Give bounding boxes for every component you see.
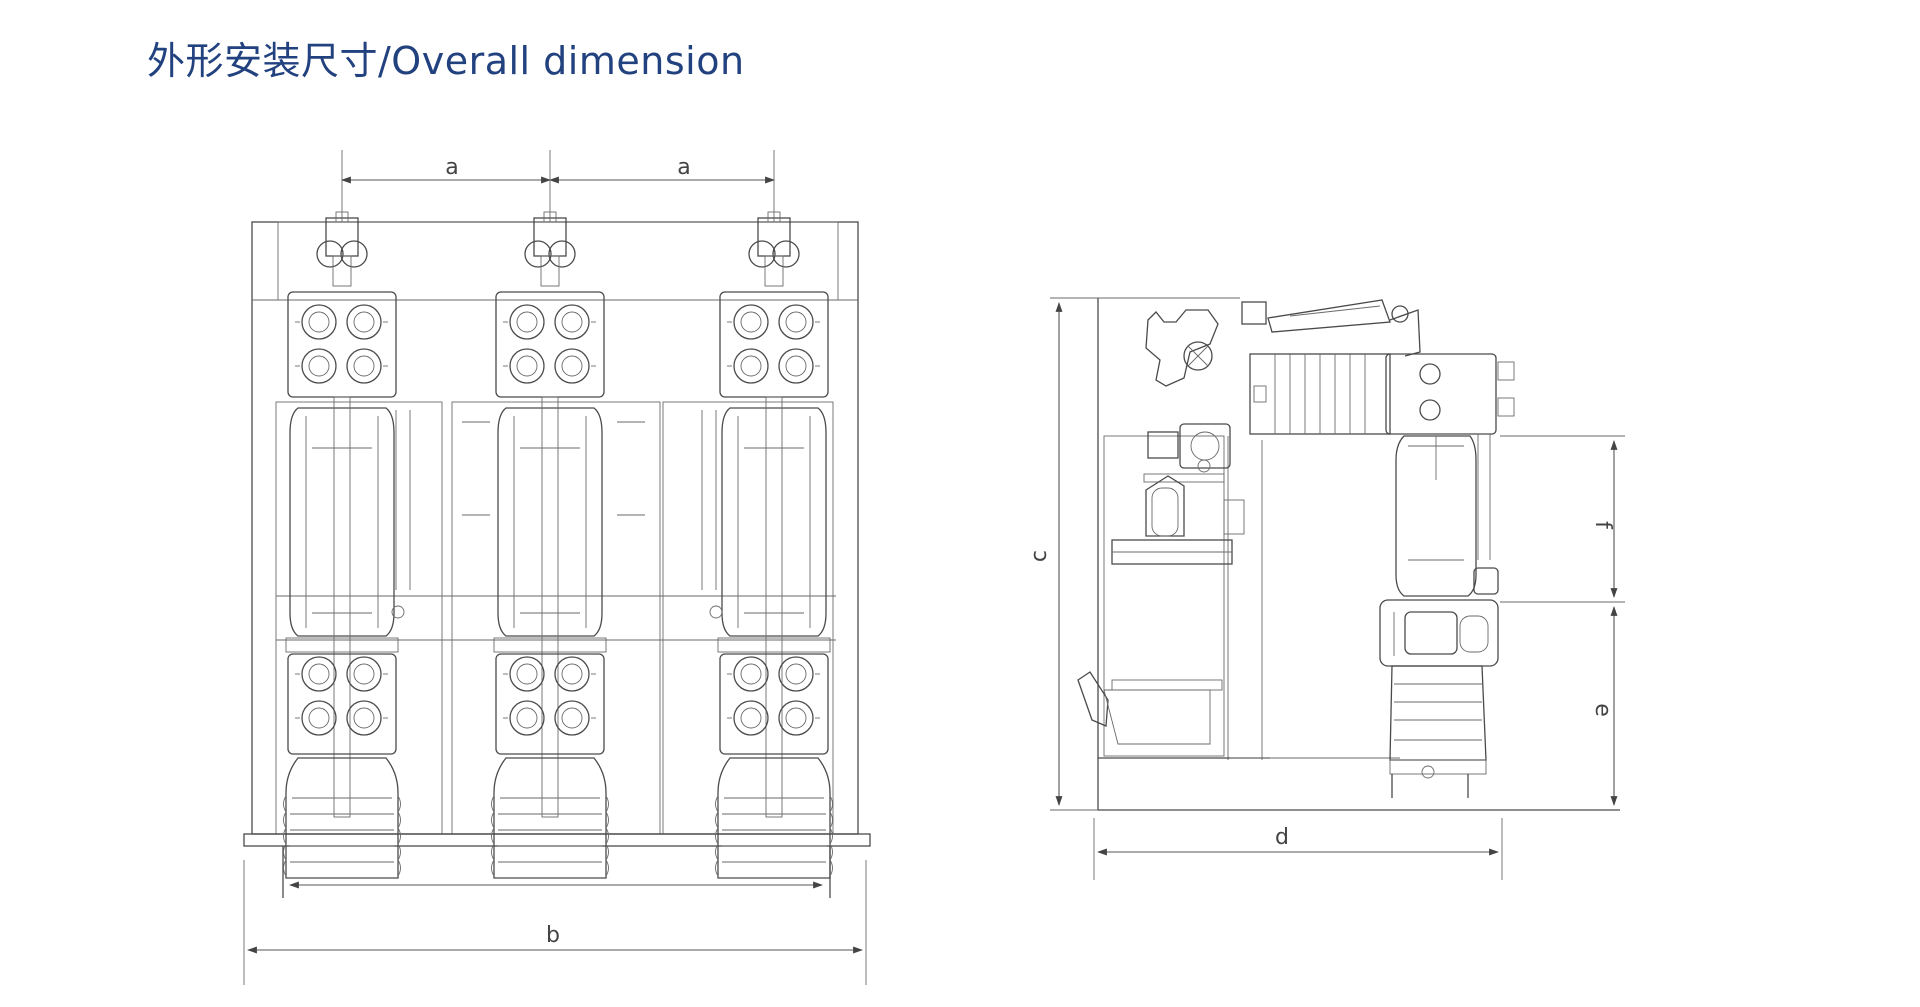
dim-label-b: b (546, 923, 560, 948)
page-title: 外形安装尺寸/Overall dimension (147, 39, 745, 83)
front-view (243, 212, 871, 898)
dim-label-a2: a (677, 155, 690, 180)
dim-label-c: c (1027, 550, 1052, 562)
side-view (1077, 298, 1620, 811)
dim-label-f: f (1590, 521, 1615, 530)
dim-label-a1: a (445, 155, 458, 180)
dim-label-e: e (1590, 703, 1615, 717)
side-dimensions: c d f e (1027, 297, 1625, 880)
front-dimensions: a a b (243, 150, 867, 985)
dim-label-d: d (1275, 825, 1289, 850)
